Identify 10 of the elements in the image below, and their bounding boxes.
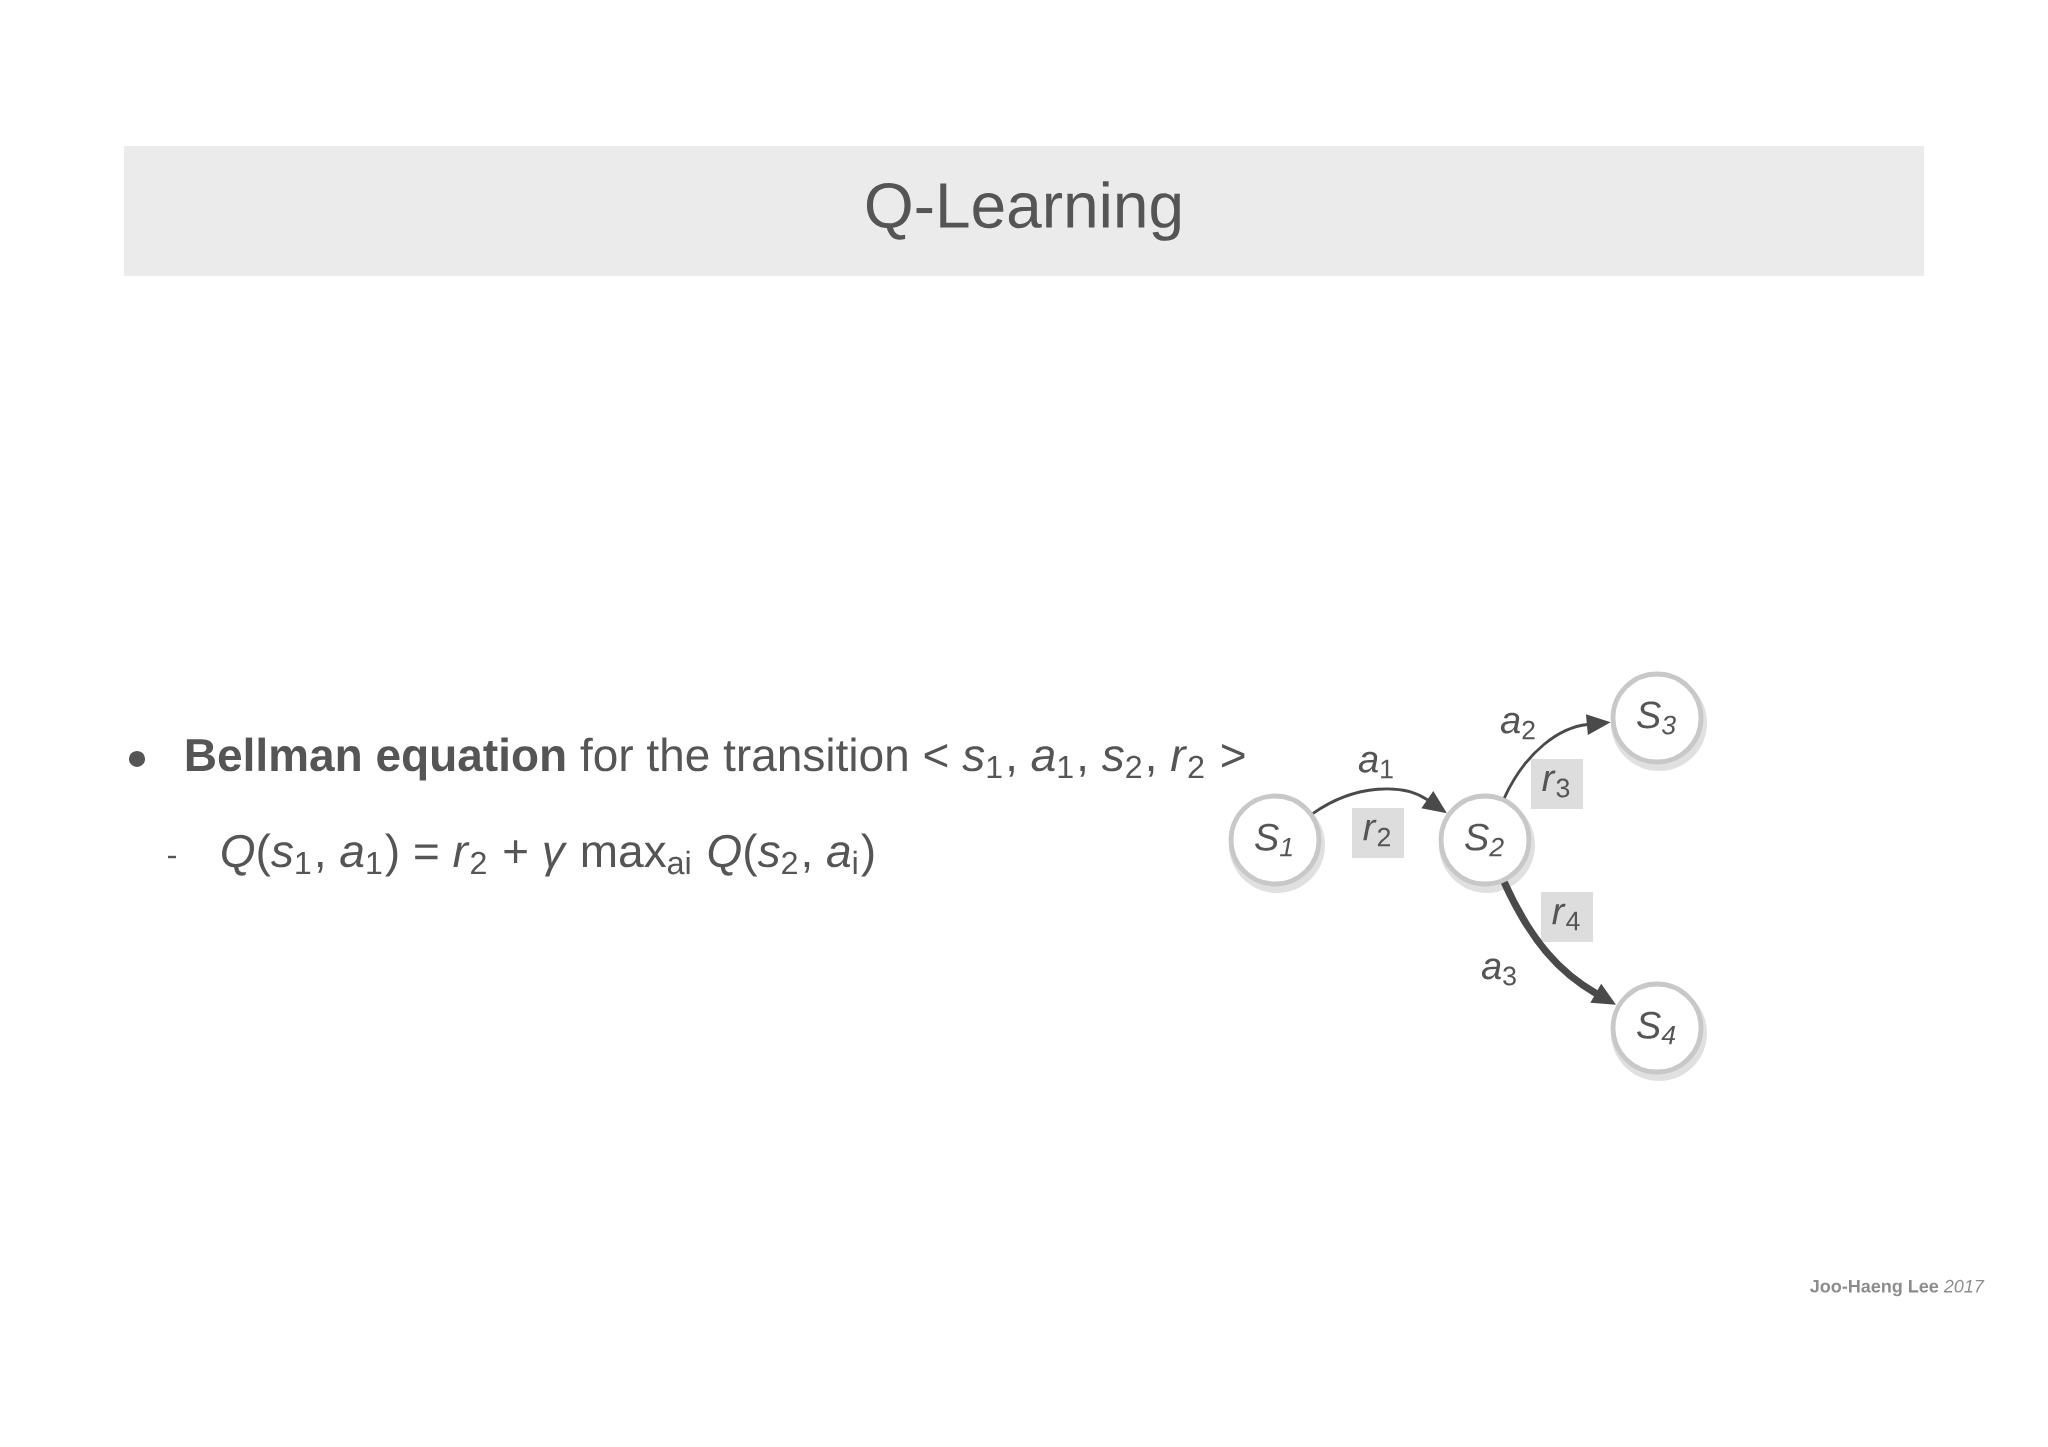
reward-box: r$_{4}$	[1541, 892, 1593, 942]
author-credit: Joo-Haeng Lee 2017	[1810, 1279, 1985, 1297]
edge-label: a$_{3}$	[1477, 954, 1523, 990]
reward-box: r$_{3}$	[1531, 759, 1583, 809]
edge-label: a$_{2}$	[1496, 708, 1542, 744]
equation-text: Q(s$_{1}$, a$_{1}$) = r$_{2}$ + γ max$_{ai}$ Q(s$_{2}$, a$_{i}$)	[222, 833, 874, 877]
reward-box: r$_{2}$	[1352, 808, 1404, 858]
edge-label: a$_{1}$	[1354, 747, 1400, 783]
bullet-text: Bellman equation for the transition < s$_{1}$, a$_{1}$, s$_{2}$, r$_{2}$ >	[186, 737, 1245, 781]
title-banner: Q-Learning	[124, 146, 1924, 276]
